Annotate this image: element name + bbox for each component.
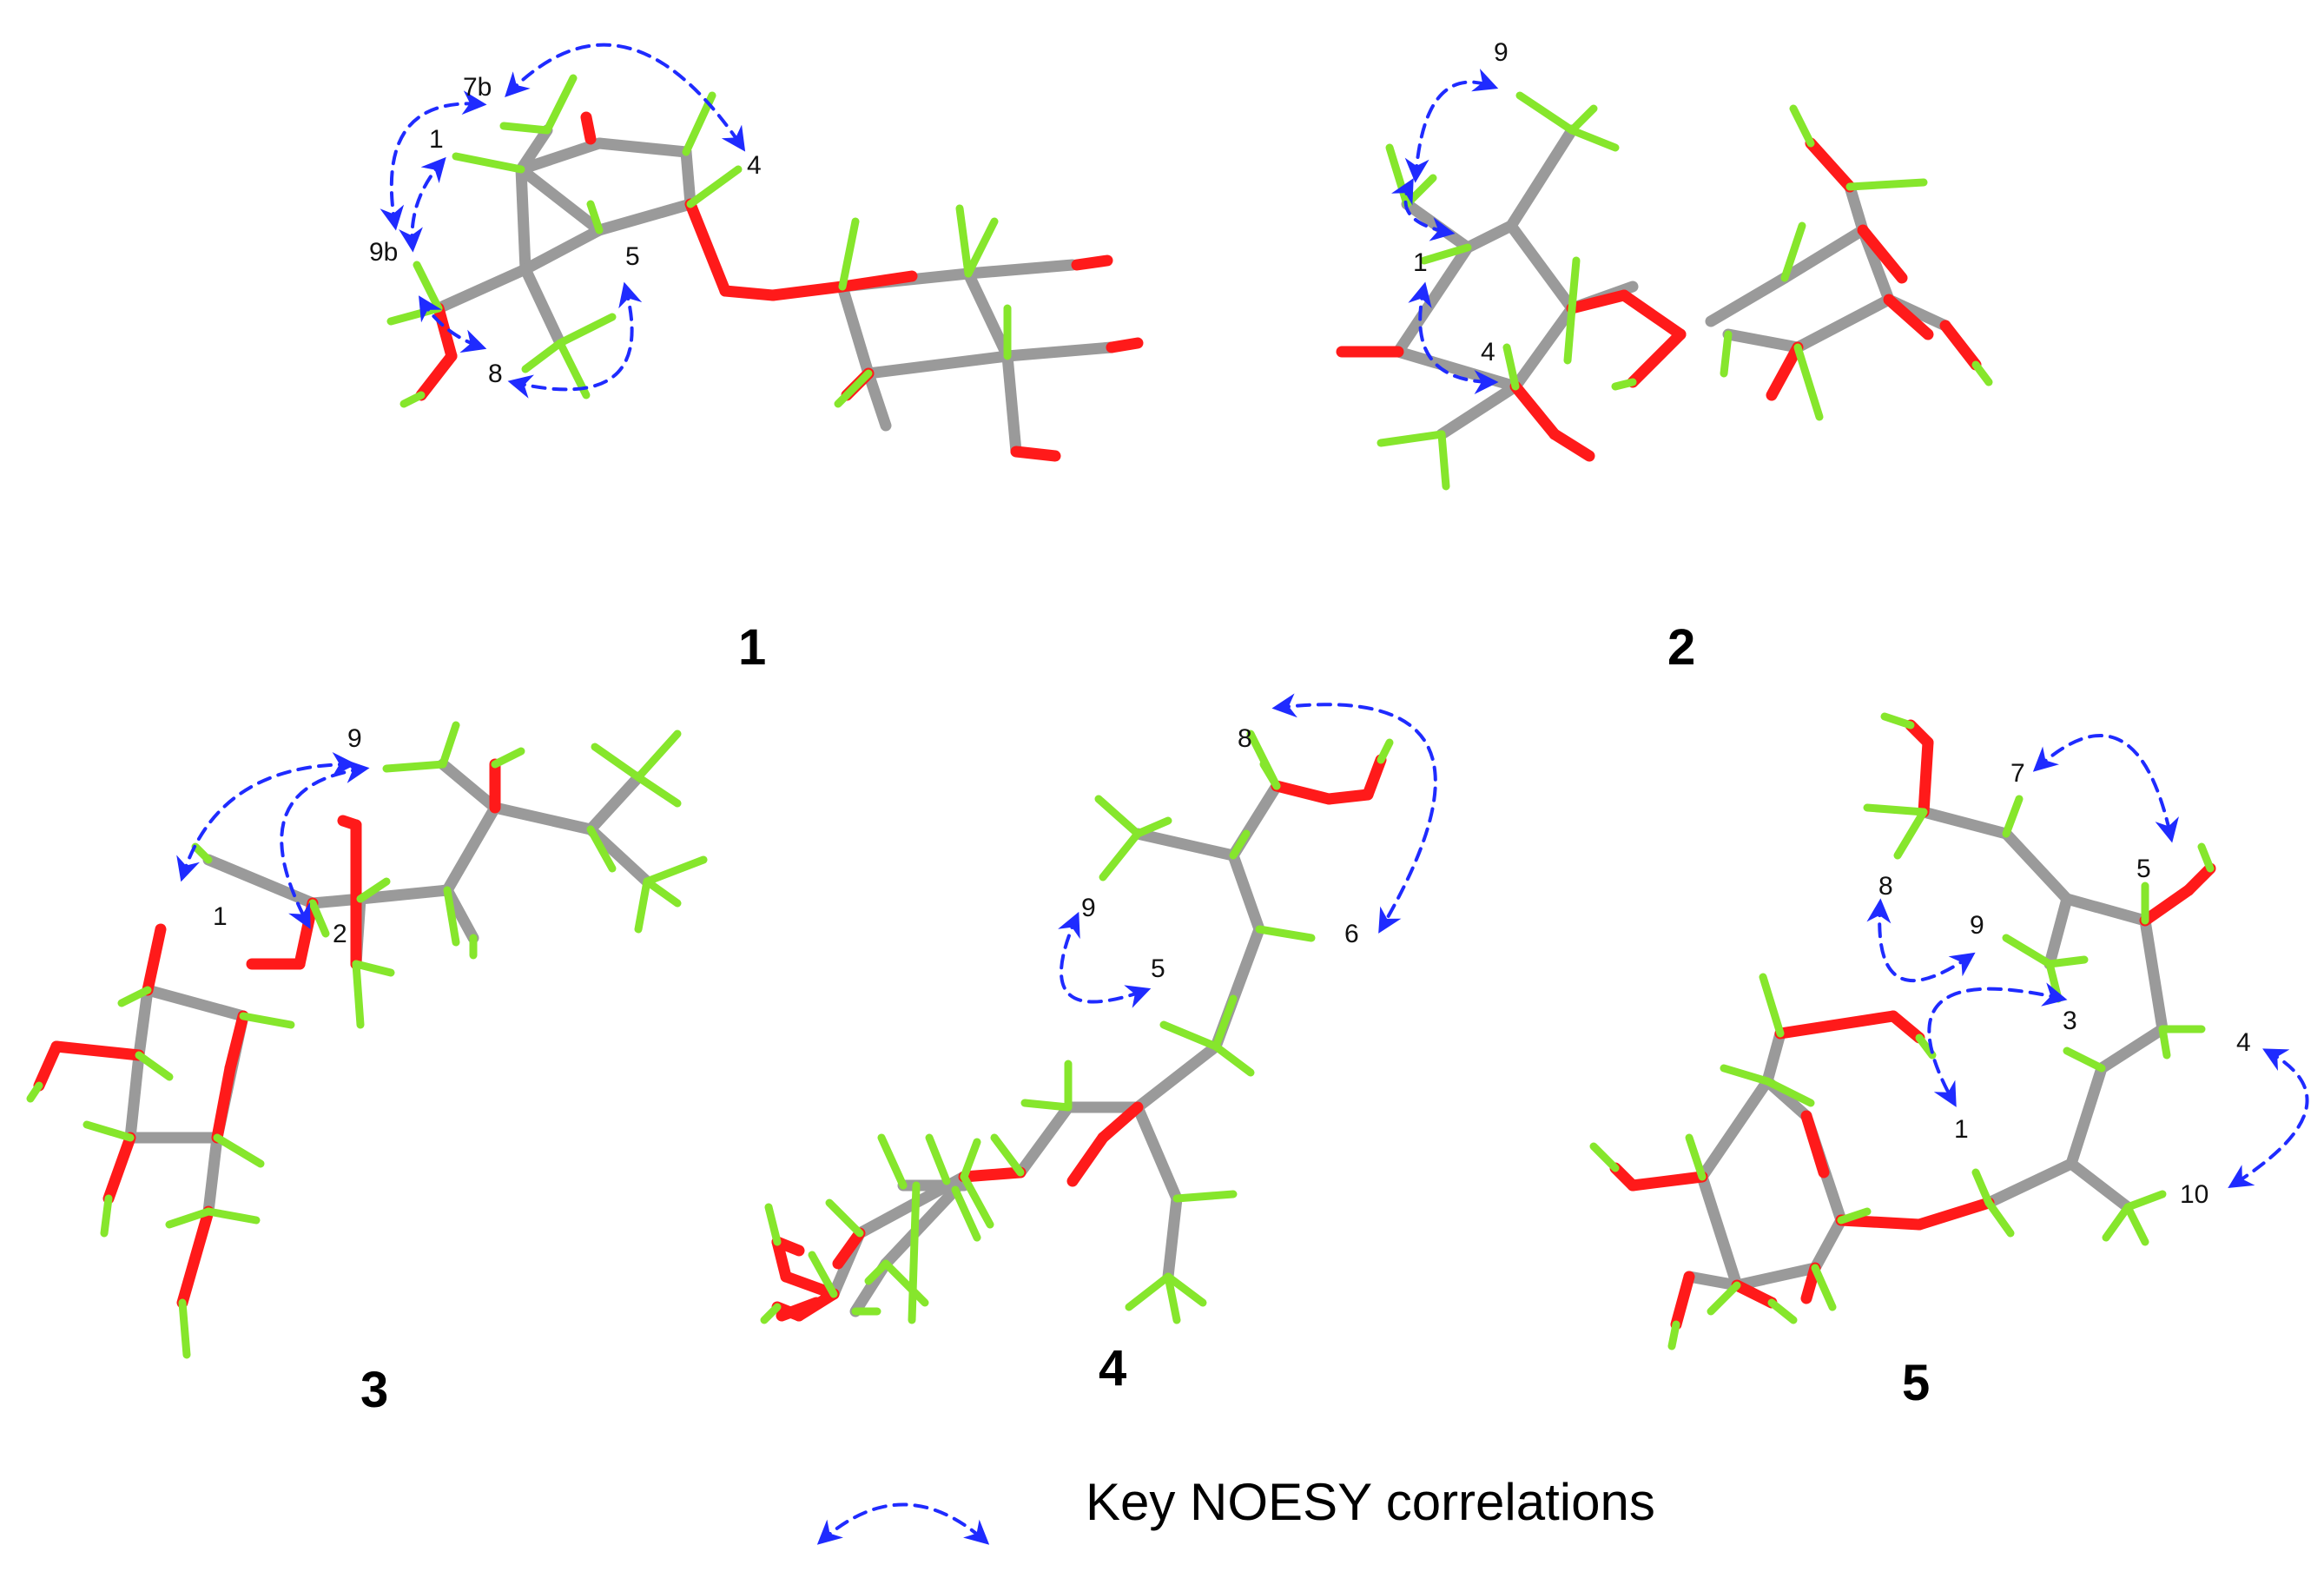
atom-label-1-4: 4 [747,151,762,180]
molecule-3 [26,721,708,1359]
noesy-arrow-2-1-9 [1404,69,1499,183]
compound-label-5: 5 [1902,1355,1930,1411]
atom-label-5-1: 1 [1954,1115,1969,1144]
noesy-arrow-5-4-10 [2228,1048,2309,1188]
molecule-5-oxygen-bonds [1609,719,2216,1330]
molecule-4-carbon-bonds [828,780,1283,1317]
noesy-arrows [176,43,2309,1188]
atom-label-4-6: 6 [1344,920,1359,948]
molecule-5-hydrogen-bonds [1589,712,2215,1350]
noesy-arrow-1-7b-4 [505,43,746,152]
molecule-1 [386,74,1144,462]
atom-label-5-5: 5 [2136,855,2151,883]
atom-label-5-10: 10 [2180,1180,2208,1209]
atom-label-2-4: 4 [1481,338,1495,366]
noesy-arrow-1-9b-1 [399,156,446,253]
molecule-4-hydrogen-bonds [760,730,1394,1324]
molecule-2 [1336,91,1993,491]
atom-label-4-9: 9 [1081,894,1096,922]
atom-label-5-7: 7 [2010,759,2025,788]
molecule-2-hydrogen-bonds [1377,91,1993,491]
atom-label-1-7b: 7b [463,73,492,102]
noesy-arrow-5-3-1 [1927,982,2068,1107]
atom-label-2-1: 1 [1413,248,1428,277]
atom-label-3-1: 1 [213,902,228,931]
noesy-arrow-2-1-1 [1390,178,1456,241]
atom-label-5-4: 4 [2236,1028,2251,1057]
legend-arrow-sample [816,1502,990,1545]
legend: Key NOESY correlations [816,1473,1655,1545]
atom-label-3-2: 2 [333,920,347,948]
atom-label-4-5: 5 [1151,954,1165,983]
atom-label-5-9: 9 [1970,911,1984,940]
noesy-arrow-1-8-5 [507,281,643,399]
atom-label-2-9: 9 [1494,38,1509,67]
molecule-5 [1589,712,2216,1350]
noesy-arrow-2-1-4 [1408,281,1499,394]
compound-label-3: 3 [360,1362,388,1418]
atom-label-3-9: 9 [347,724,362,753]
molecule-2-oxygen-bonds [1336,137,1982,462]
atom-label-5-8: 8 [1878,872,1893,901]
atom-label-1-8: 8 [488,360,503,388]
compound-label-1: 1 [738,619,766,676]
atom-label-1-1: 1 [429,125,444,154]
atom-labels: 7b 1 4 9b 5 8 9 1 4 9 1 2 8 9 6 5 7 5 8 … [213,38,2251,1209]
legend-label: Key NOESY correlations [1086,1473,1655,1531]
noesy-arrow-4-8-6 [1271,693,1437,934]
noesy-arrow-1-9b-7b [380,90,487,231]
atom-label-1-9b: 9b [369,238,398,267]
noesy-arrow-1-9b-8 [419,295,487,353]
atom-label-5-3: 3 [2063,1007,2077,1035]
noesy-arrow-5-7-5 [2032,734,2179,843]
molecule-4 [760,730,1394,1324]
noesy-arrow-4-9-5 [1058,911,1152,1008]
noesy-arrow-3-9-2 [280,759,370,929]
molecule-2-carbon-bonds [1392,124,1951,440]
atom-label-4-8: 8 [1238,724,1252,753]
compound-labels: 1 2 3 4 5 [360,619,1930,1418]
compound-label-2: 2 [1667,619,1695,676]
atom-label-1-5: 5 [625,242,640,271]
compound-label-4: 4 [1099,1340,1126,1396]
noesy-arrow-5-8-9 [1866,898,1976,983]
molecule-3-carbon-bonds [124,758,653,1218]
